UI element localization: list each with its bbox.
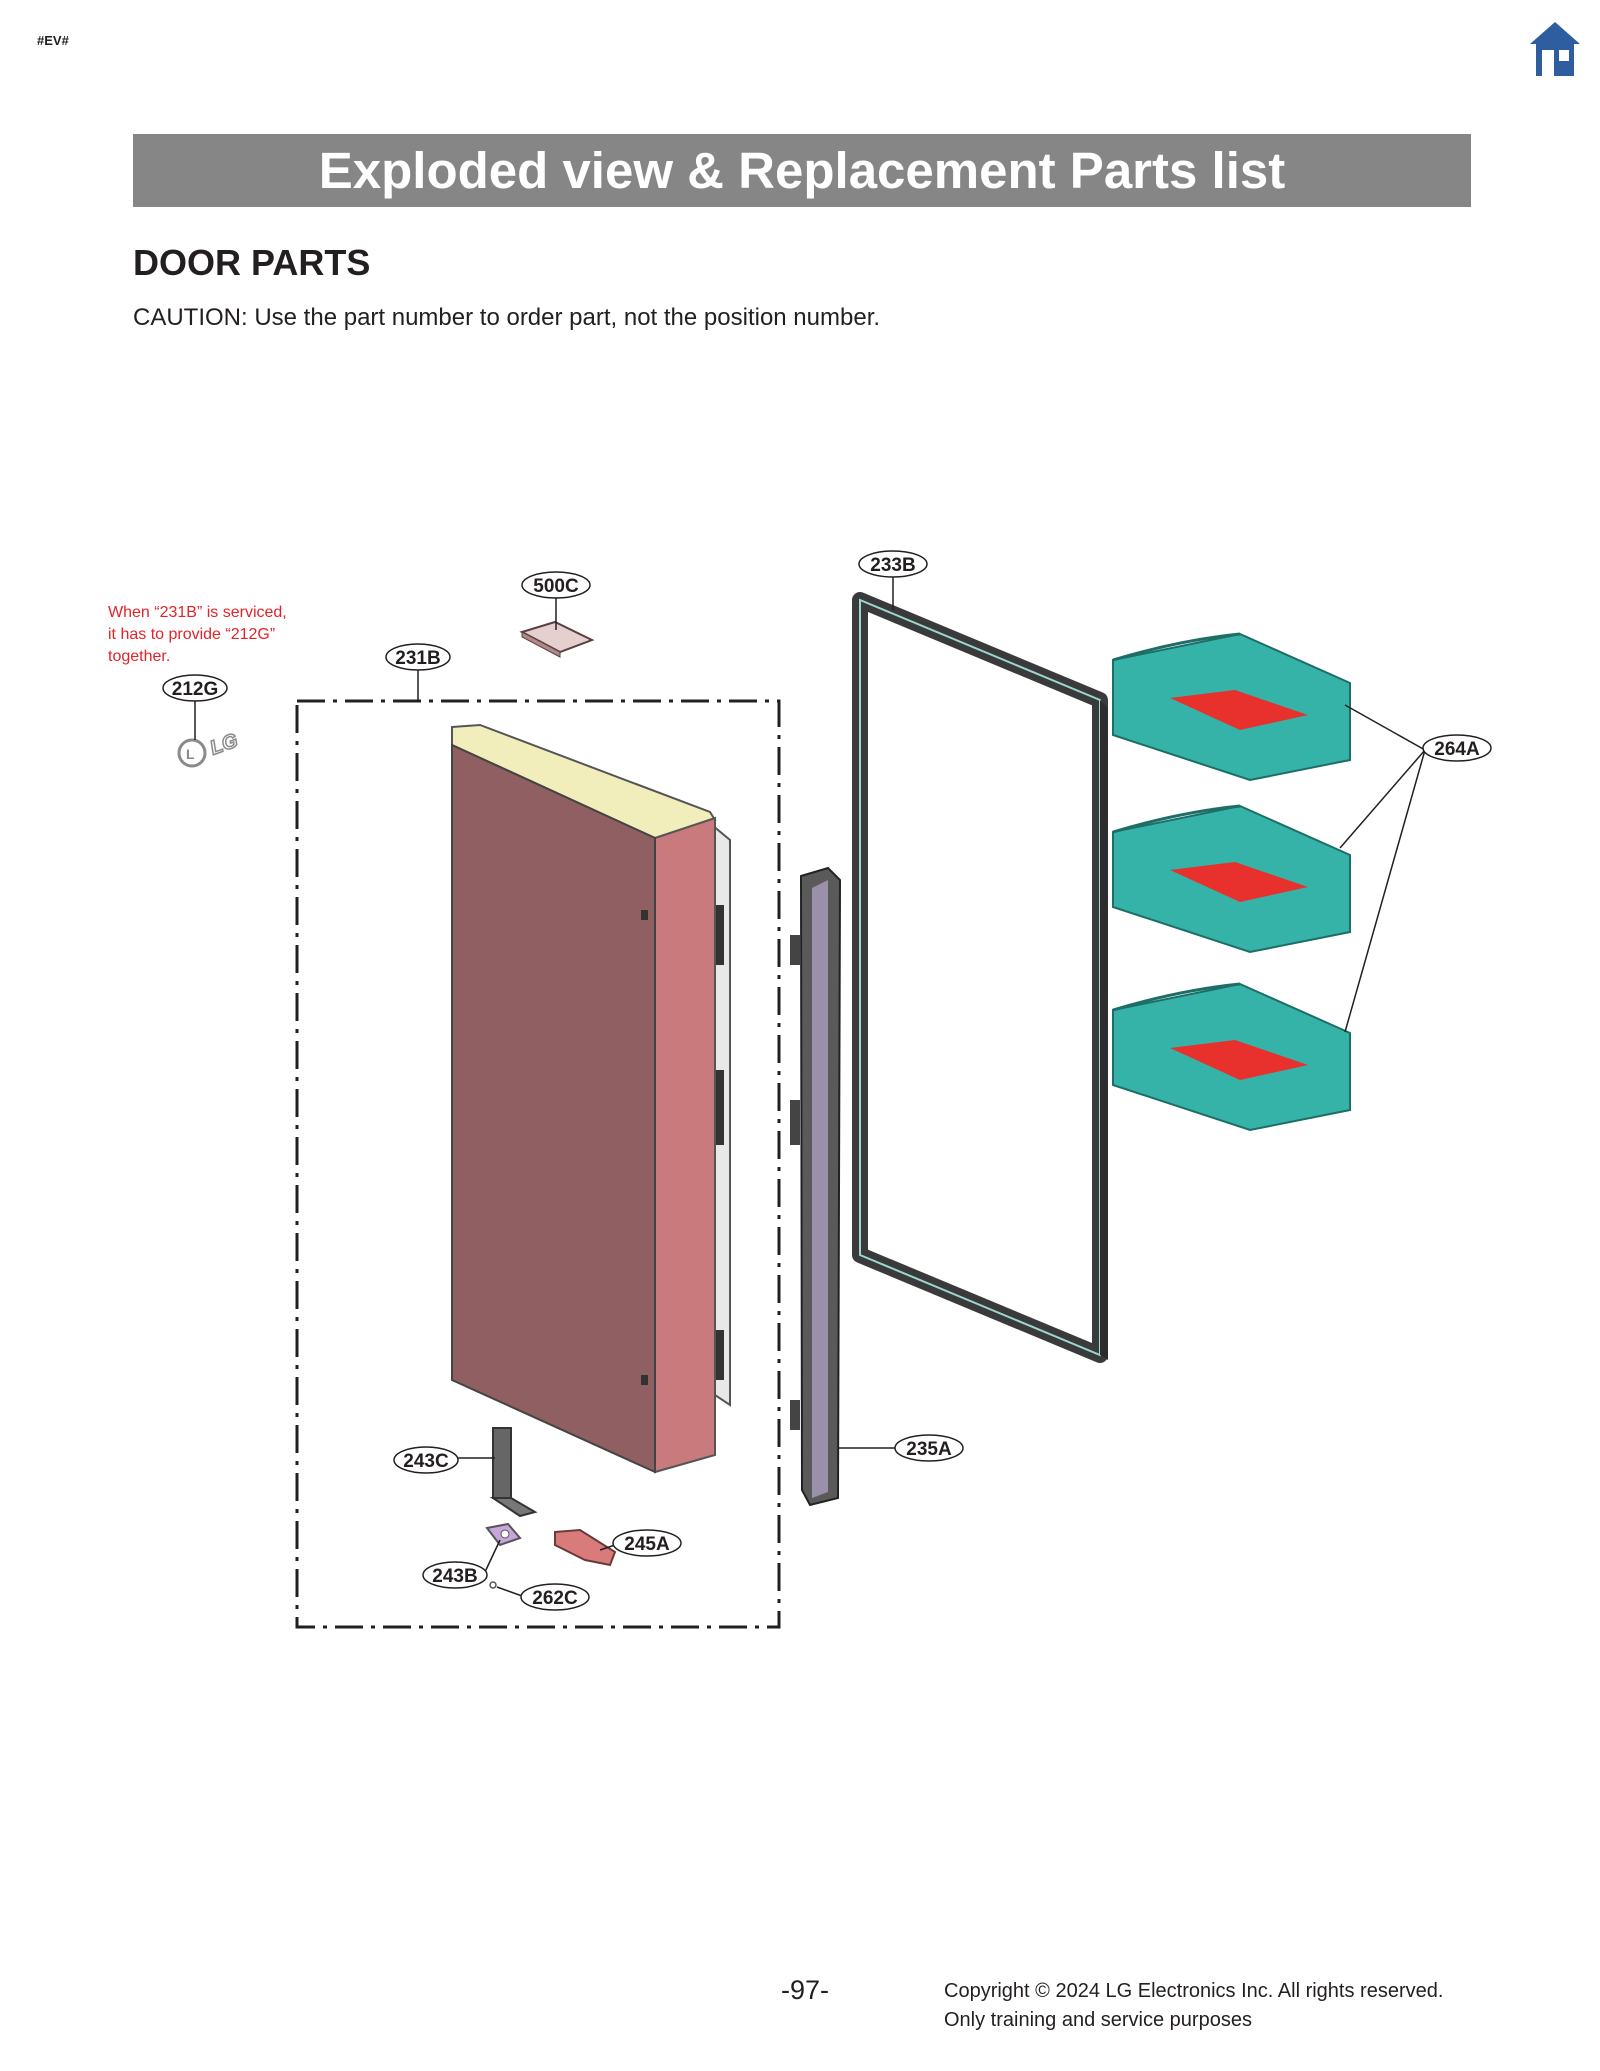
copyright: Copyright © 2024 LG Electronics Inc. All… — [944, 1977, 1443, 2035]
lg-logo-text: LG — [207, 730, 241, 760]
home-icon[interactable] — [1528, 20, 1582, 78]
svg-text:233B: 233B — [870, 555, 915, 576]
bin-264a-2 — [1112, 804, 1351, 954]
ev-tag: #EV# — [37, 33, 69, 48]
copyright-line-2: Only training and service purposes — [944, 2009, 1252, 2031]
page-number: -97- — [780, 1975, 829, 2005]
assembly-bounding-box — [295, 699, 781, 1629]
svg-text:245A: 245A — [624, 1534, 670, 1555]
callout-235a: 235A — [894, 1434, 964, 1462]
svg-text:243C: 243C — [403, 1451, 449, 1472]
service-note: When “231B” is serviced, it has to provi… — [108, 604, 287, 665]
callout-233b: 233B — [858, 550, 928, 578]
copyright-line-1: Copyright © 2024 LG Electronics Inc. All… — [944, 1980, 1444, 2002]
svg-text:L: L — [186, 746, 195, 762]
part-245a — [554, 1528, 617, 1567]
svg-text:500C: 500C — [533, 576, 579, 597]
svg-text:243B: 243B — [432, 1566, 477, 1587]
bin-264a-1 — [1112, 632, 1351, 782]
svg-text:262C: 262C — [532, 1588, 578, 1609]
section-title: DOOR PARTS — [133, 242, 371, 283]
leader-lines — [194, 577, 1426, 1597]
part-233b — [852, 592, 1108, 1363]
callout-264a: 264A — [1422, 734, 1492, 762]
callout-262c: 262C — [520, 1583, 590, 1611]
door-231b — [451, 723, 731, 1474]
lg-logo-part: L LG — [177, 729, 242, 768]
callout-245a: 245A — [612, 1529, 682, 1557]
part-500c — [519, 620, 595, 658]
bin-264a-3 — [1112, 982, 1351, 1132]
callout-243c: 243C — [393, 1446, 459, 1474]
part-243c — [489, 1427, 538, 1518]
svg-text:231B: 231B — [395, 648, 440, 669]
svg-text:212G: 212G — [172, 679, 218, 700]
part-235a — [790, 866, 842, 1507]
callout-231b: 231B — [385, 643, 451, 671]
svg-text:235A: 235A — [906, 1439, 952, 1460]
part-243b — [485, 1522, 522, 1547]
callout-500c: 500C — [521, 571, 591, 599]
page-title: Exploded view & Replacement Parts list — [133, 134, 1471, 207]
svg-text:264A: 264A — [1434, 739, 1480, 760]
callout-243b: 243B — [422, 1561, 488, 1589]
callout-212g: 212G — [162, 674, 228, 702]
part-262c — [489, 1581, 497, 1589]
caution-text: CAUTION: Use the part number to order pa… — [133, 304, 881, 331]
